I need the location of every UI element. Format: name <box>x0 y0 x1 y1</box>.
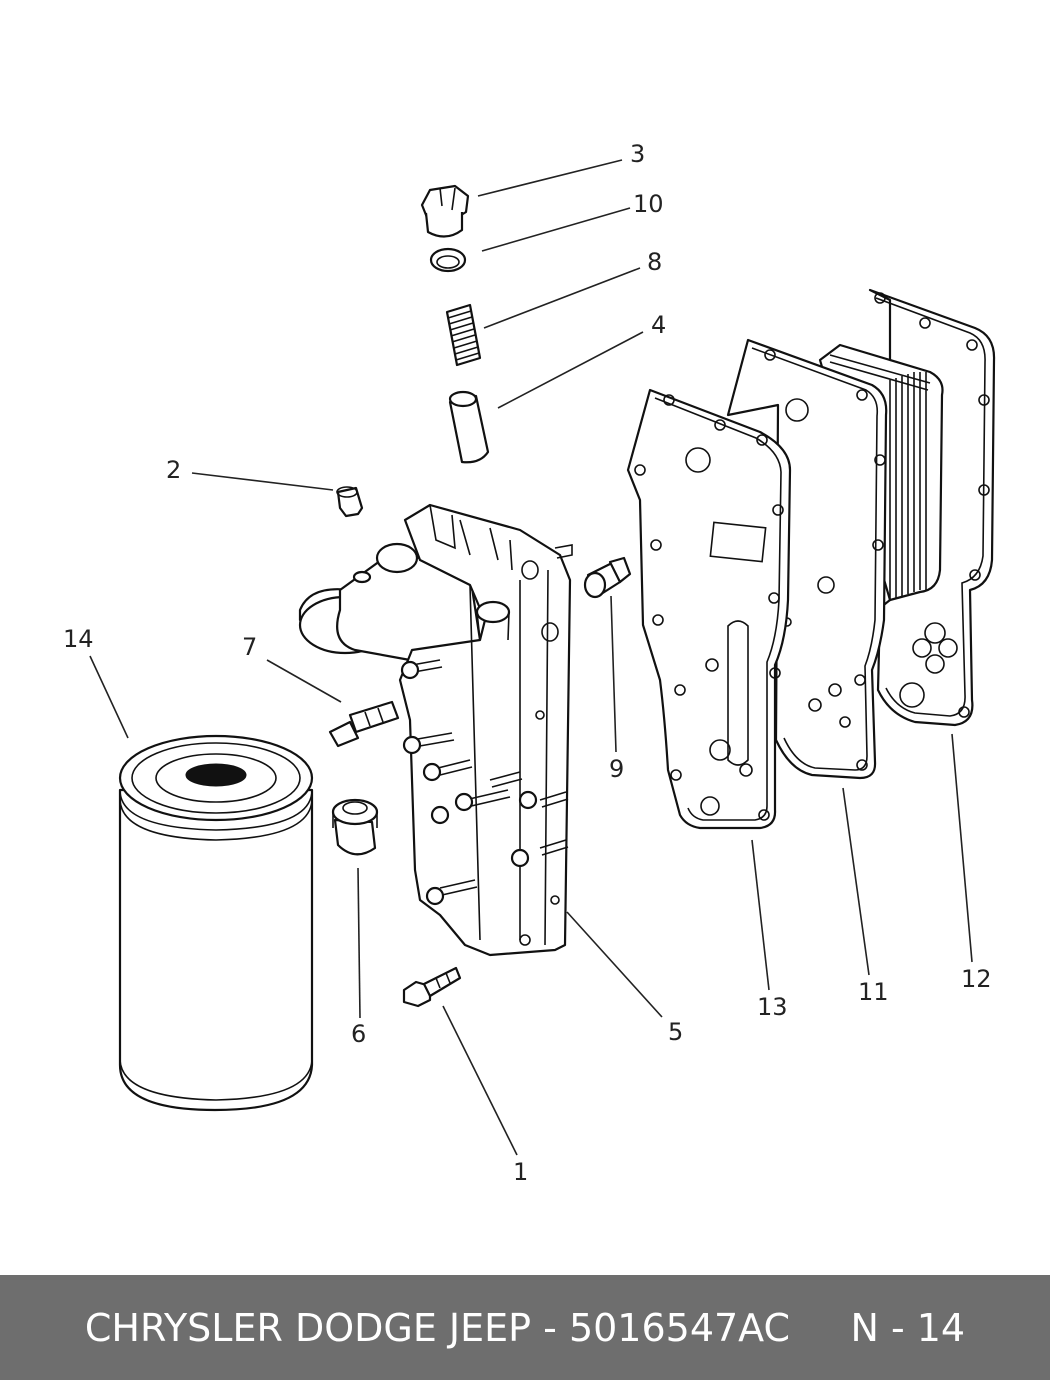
oil-filter-part-14 <box>118 734 314 1112</box>
valve-part-4 <box>448 390 490 464</box>
callout-7: 7 <box>242 633 257 661</box>
callout-10: 10 <box>633 190 664 218</box>
callout-8: 8 <box>647 248 662 276</box>
callout-6: 6 <box>351 1020 366 1048</box>
callout-13: 13 <box>757 993 788 1021</box>
bolt-part-1 <box>402 966 462 1008</box>
o-ring-part-10 <box>429 247 467 273</box>
callout-labels: 3 10 8 4 2 14 7 9 13 11 12 6 5 1 <box>63 140 992 1186</box>
callout-1: 1 <box>513 1158 528 1186</box>
footer-bar: CHRYSLER DODGE JEEP - 5016547AC N - 14 <box>0 1275 1050 1380</box>
gasket-part-11 <box>726 338 888 780</box>
spring-part-8 <box>445 303 482 367</box>
stud-part-7 <box>328 700 400 748</box>
exploded-parts-diagram: 3 10 8 4 2 14 7 9 13 11 12 6 5 1 <box>63 140 996 1186</box>
footer-part-number: CHRYSLER DODGE JEEP - 5016547AC N - 14 <box>84 1305 966 1350</box>
callout-9: 9 <box>609 755 624 783</box>
callout-2: 2 <box>166 456 181 484</box>
leader-lines <box>89 159 973 1156</box>
adapter-part-6 <box>331 798 379 856</box>
plug-part-3 <box>420 184 470 238</box>
callout-3: 3 <box>630 140 645 168</box>
callout-11: 11 <box>858 978 889 1006</box>
housing-studs <box>400 659 569 906</box>
callout-5: 5 <box>668 1018 683 1046</box>
callout-12: 12 <box>961 965 992 993</box>
callout-14: 14 <box>63 625 94 653</box>
gasket-part-13 <box>626 388 792 830</box>
plug-part-2 <box>336 486 364 518</box>
filter-housing-part-5 <box>298 503 573 957</box>
callout-4: 4 <box>651 311 666 339</box>
fitting-part-9 <box>583 556 632 599</box>
